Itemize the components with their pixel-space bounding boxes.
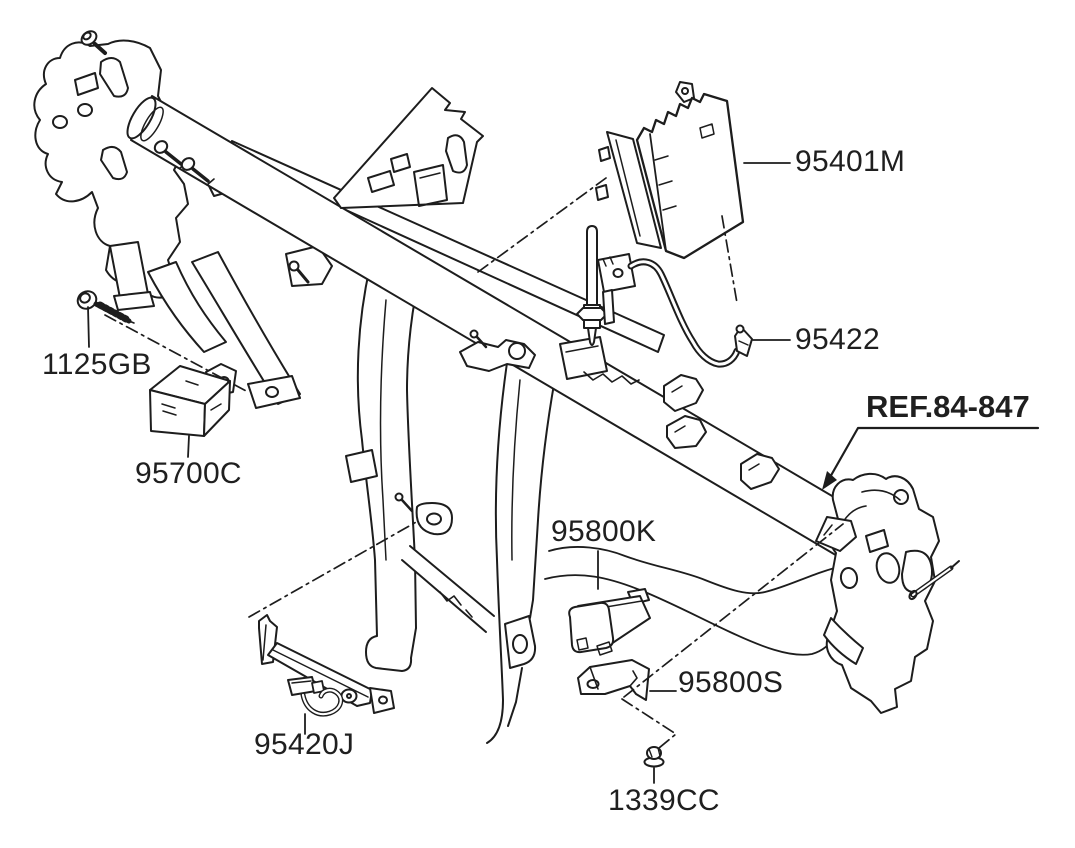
part-95700c-drawing[interactable] (149, 363, 237, 437)
frame-stud-pins (153, 140, 215, 186)
part-1125gb-drawing[interactable] (75, 288, 135, 324)
crossmember-frame-drawing (33, 30, 960, 744)
ref-section-label[interactable]: REF.84-847 (866, 389, 1030, 424)
part-label-1125gb[interactable]: 1125GB (42, 348, 152, 381)
frame-upper-plate (333, 87, 484, 209)
frame-clips-and-bosses (345, 329, 780, 536)
assembly-dash-lines (104, 177, 844, 749)
part-label-95422[interactable]: 95422 (795, 323, 880, 356)
part-label-1339cc[interactable]: 1339CC (608, 784, 720, 817)
part-label-95800s[interactable]: 95800S (678, 666, 784, 699)
frame-right-bracket (815, 472, 960, 714)
part-95422-drawing[interactable] (576, 225, 753, 368)
part-95800s-drawing[interactable] (577, 659, 650, 701)
ref-arrow (822, 426, 1040, 490)
leader-lines (87, 162, 791, 784)
part-label-95420j[interactable]: 95420J (254, 728, 355, 761)
frame-harness-lines (544, 546, 844, 656)
part-label-95800k[interactable]: 95800K (551, 515, 657, 548)
part-1339cc-drawing[interactable] (643, 746, 665, 768)
part-label-95401m[interactable]: 95401M (795, 145, 906, 178)
part-label-95700c[interactable]: 95700C (135, 457, 242, 490)
frame-column-supports (356, 265, 559, 744)
part-95401m-drawing[interactable] (595, 81, 745, 260)
part-95800k-drawing[interactable] (568, 588, 651, 656)
part-95420j-drawing[interactable] (258, 614, 395, 717)
